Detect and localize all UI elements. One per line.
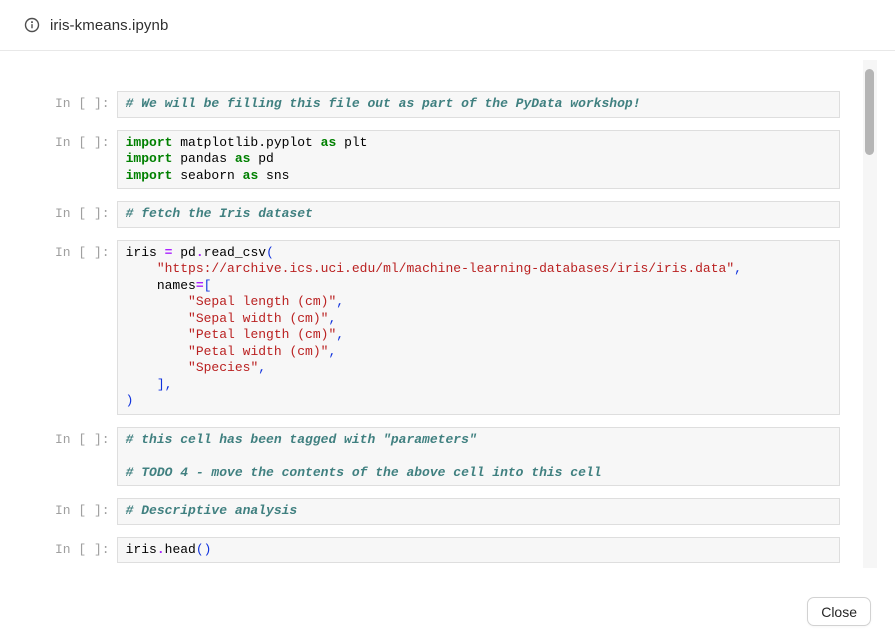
- notebook-cell: In [ ]: iris.head(): [55, 536, 840, 563]
- notebook-cell: In [ ]: # fetch the Iris dataset: [55, 201, 840, 228]
- dialog-header: iris-kmeans.ipynb: [0, 0, 895, 51]
- cell-code: # We will be filling this file out as pa…: [116, 91, 840, 118]
- cell-code: # fetch the Iris dataset: [116, 201, 840, 228]
- cell-code: iris.head(): [116, 536, 840, 563]
- notebook-cell: In [ ]: iris = pd.read_csv( "https://arch…: [55, 239, 840, 415]
- cell-code: # Descriptive analysis: [116, 498, 840, 525]
- close-button[interactable]: Close: [807, 597, 871, 626]
- cell-prompt: In [ ]:: [55, 503, 110, 518]
- cell-code: iris = pd.read_csv( "https://archive.ics…: [116, 239, 840, 415]
- cell-prompt: In [ ]:: [55, 206, 110, 221]
- cell-prompt: In [ ]:: [55, 134, 110, 150]
- cell-prompt: In [ ]:: [55, 96, 110, 111]
- cell-prompt: In [ ]:: [55, 244, 110, 260]
- notebook-scroll-area: In [ ]: # We will be filling this file ou…: [0, 52, 895, 585]
- cell-prompt: In [ ]:: [55, 431, 110, 447]
- cell-code: # this cell has been tagged with "parame…: [116, 426, 840, 486]
- info-icon: [24, 17, 40, 33]
- scrollbar-thumb[interactable]: [865, 69, 874, 155]
- dialog-title: iris-kmeans.ipynb: [50, 16, 169, 34]
- notebook-cell: In [ ]: # this cell has been tagged with …: [55, 426, 840, 486]
- scrollbar-track[interactable]: [863, 60, 877, 568]
- notebook-cell: In [ ]: # We will be filling this file ou…: [55, 91, 840, 118]
- cell-list: In [ ]: # We will be filling this file ou…: [55, 91, 840, 563]
- notebook-cell: In [ ]: # Descriptive analysis: [55, 498, 840, 525]
- cell-prompt: In [ ]:: [55, 541, 110, 557]
